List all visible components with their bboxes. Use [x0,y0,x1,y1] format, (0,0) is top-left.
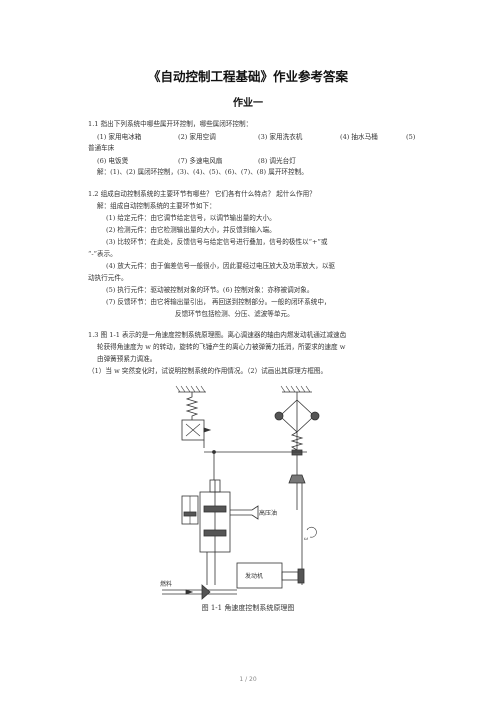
q2-item: (7) 反馈环节：由它将输出量引出， 再回送到控制部分。一般的闭环系统中， [106,298,331,306]
oil-label: 高压油 [259,509,277,517]
q1-option-5-number: (5) [406,133,416,141]
q1-option-2: (2) 家用空调 [178,133,216,141]
q1-option-1: (1) 家用电冰箱 [97,133,142,141]
speed-control-diagram: 高压油 ω 发动机 燃料 [160,385,320,600]
q2-item: (4) 放大元件：由于偏差信号一般很小，因此要经过电压放大及功率放大，以驱 [106,262,336,270]
question-1-3: 1.3 图 1-1 表示的是一角速度控制系统原理图。离心调速器的轴由内燃发动机通… [88,331,347,339]
fuel-label: 燃料 [160,580,172,588]
question-1-1: 1.1 指出下列系统中哪些属开环控制，哪些属闭环控制： [88,120,253,128]
section-heading: 作业一 [233,98,263,109]
q2-item: (1) 给定元件：由它调节给定信号，以调节输出量的大小。 [106,214,276,222]
q1-option-5-text: 普通车床 [88,144,115,152]
omega-label: ω [304,536,308,542]
q1-option-3: (3) 家用洗衣机 [258,133,303,141]
q1-option-8: (8) 调光台灯 [258,157,296,165]
q1-option-6: (6) 电饭煲 [97,157,129,165]
throttle-valve [201,584,211,600]
governor-spring [290,431,304,451]
document-title: 《自动控制工程基础》作业参考答案 [147,69,348,84]
q3-text: 由弹簧预紧力调准。 [97,355,157,363]
question-1-2: 1.2 组成自动控制系统的主要环节有哪些？ 它们各有什么特点？ 起什么作用？ [88,190,316,198]
page-indicator: 1 / 20 [239,676,257,683]
q2-item-cont: 动执行元件。 [88,274,128,282]
q2-item-cont: 反馈环节包括检测、分压、滤波等单元。 [175,310,294,318]
hatch-left [175,385,206,393]
flyball-right [310,411,320,421]
top-spring [185,392,199,420]
output-gear [297,568,305,584]
q2-item-cont: “-”表示。 [88,250,117,258]
q1-answer: 解：(1)、(2) 属闭环控制，(3)、(4)、(5)、(6)、(7)、(8) … [97,168,308,176]
q2-item: (3) 比较环节：在此处，反馈信号与给定信号进行叠加，信号的极性以“+”或 [106,238,328,246]
q1-option-7: (7) 多速电风扇 [178,157,223,165]
q2-item: (5) 执行元件：驱动被控制对象的环节。(6) 控制对象：亦称被调对象。 [106,286,314,294]
q2-answer-intro: 解：组成自动控制系统的主要环节如下： [97,202,216,210]
bevel-gear [288,474,306,484]
q1-option-4: (4) 抽水马桶 [340,133,378,141]
q3-subquestions: （1）当 w 突然变化时，试说明控制系统的作用情况。（2）试画出其原理方框图。 [88,367,328,375]
engine-label: 发动机 [245,572,263,580]
q2-item: (2) 检测元件：由它检测输出量的大小，并反馈到输入端。 [106,226,276,234]
q3-text: 轮获得角速度为 w 的转动，旋转的飞锤产生的离心力被弹簧力抵消，所要求的速度 w [97,343,346,351]
figure-caption: 图 1-1 角速度控制系统原理图 [201,604,295,612]
flyball-left [274,411,284,421]
